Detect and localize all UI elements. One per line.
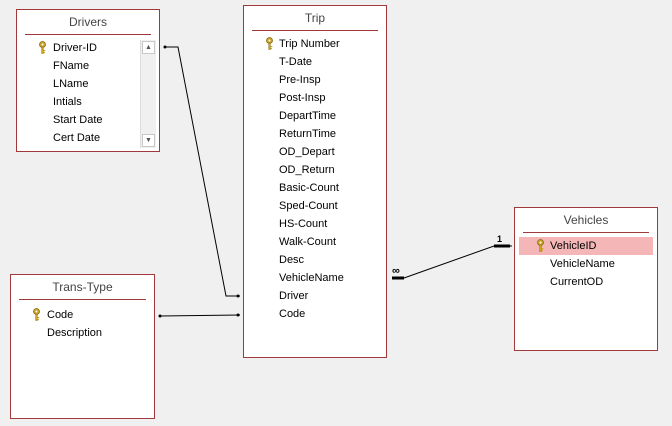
primary-key-icon xyxy=(535,239,546,252)
field-label: Driver xyxy=(279,290,309,302)
field-row[interactable]: Basic-Count xyxy=(252,179,378,197)
field-label: Post-Insp xyxy=(279,92,326,104)
field-label: OD_Return xyxy=(279,164,335,176)
field-row[interactable]: Pre-Insp xyxy=(252,71,378,89)
field-label: Code xyxy=(279,308,306,320)
field-label: Cert Date xyxy=(53,132,101,144)
table-title-trans-type[interactable]: Trans-Type xyxy=(52,280,113,294)
field-label: Walk-Count xyxy=(279,236,337,248)
relationship-transtype-trip[interactable] xyxy=(158,313,241,318)
field-row[interactable]: Code xyxy=(252,305,378,323)
field-row[interactable]: CurrentOD xyxy=(519,273,653,291)
field-row[interactable]: Desc xyxy=(252,251,378,269)
title-divider xyxy=(523,232,649,233)
field-label: VehicleID xyxy=(550,240,597,252)
field-label: LName xyxy=(53,78,89,90)
primary-key-icon xyxy=(31,308,42,321)
field-row[interactable]: Description xyxy=(19,324,147,342)
field-label: Driver-ID xyxy=(53,42,97,54)
field-row[interactable]: VehicleID xyxy=(519,237,653,255)
field-label: ReturnTime xyxy=(279,128,337,140)
relationship-trip-vehicles[interactable] xyxy=(392,244,512,280)
field-label: Start Date xyxy=(53,114,103,126)
field-label: VehicleName xyxy=(279,272,344,284)
field-row[interactable]: Intials xyxy=(25,93,139,111)
field-label: T-Date xyxy=(279,56,313,68)
field-row[interactable]: T-Date xyxy=(252,53,378,71)
scroll-down-button[interactable]: ▼ xyxy=(142,134,155,147)
field-label: Intials xyxy=(53,96,82,108)
field-label: OD_Depart xyxy=(279,146,335,158)
field-label: Basic-Count xyxy=(279,182,339,194)
title-divider xyxy=(25,34,151,35)
field-row[interactable]: OD_Depart xyxy=(252,143,378,161)
field-label: Description xyxy=(47,327,103,339)
field-label: Pre-Insp xyxy=(279,74,321,86)
table-title-trip[interactable]: Trip xyxy=(304,11,326,25)
field-row[interactable]: Trip Number xyxy=(252,35,378,53)
field-row[interactable]: OD_Return xyxy=(252,161,378,179)
field-row[interactable]: Walk-Count xyxy=(252,233,378,251)
many-label: ∞ xyxy=(392,265,400,277)
field-label: DepartTime xyxy=(279,110,337,122)
one-label: 1 xyxy=(497,234,502,244)
field-label: CurrentOD xyxy=(550,276,604,288)
field-label: Code xyxy=(47,309,74,321)
field-label: Desc xyxy=(279,254,305,266)
scroll-up-button[interactable]: ▲ xyxy=(142,41,155,54)
field-row[interactable]: ReturnTime xyxy=(252,125,378,143)
field-row[interactable]: Sped-Count xyxy=(252,197,378,215)
field-row[interactable]: Driver xyxy=(252,287,378,305)
scrollbar-drivers[interactable]: ▲ ▼ xyxy=(140,40,156,148)
field-label: VehicleName xyxy=(550,258,615,270)
table-title-drivers[interactable]: Drivers xyxy=(69,15,107,29)
primary-key-icon xyxy=(264,37,275,50)
field-row[interactable]: Code xyxy=(19,306,147,324)
relationship-drivers-trip[interactable] xyxy=(163,45,241,298)
field-row[interactable]: LName xyxy=(25,75,139,93)
title-divider xyxy=(252,30,378,31)
field-row[interactable]: Post-Insp xyxy=(252,89,378,107)
field-row[interactable]: HS-Count xyxy=(252,215,378,233)
table-title-vehicles[interactable]: Vehicles xyxy=(563,213,609,227)
title-divider xyxy=(19,299,146,300)
field-row[interactable]: FName xyxy=(25,57,139,75)
field-label: FName xyxy=(53,60,90,72)
field-label: Sped-Count xyxy=(279,200,338,212)
field-row[interactable]: VehicleName xyxy=(252,269,378,287)
field-row[interactable]: VehicleName xyxy=(519,255,653,273)
field-row[interactable]: Start Date xyxy=(25,111,139,129)
field-label: HS-Count xyxy=(279,218,328,230)
field-row[interactable]: Driver-ID xyxy=(25,39,139,57)
field-row[interactable]: Cert Date xyxy=(25,129,139,147)
field-label: Trip Number xyxy=(279,38,340,50)
primary-key-icon xyxy=(37,41,48,54)
field-row[interactable]: DepartTime xyxy=(252,107,378,125)
